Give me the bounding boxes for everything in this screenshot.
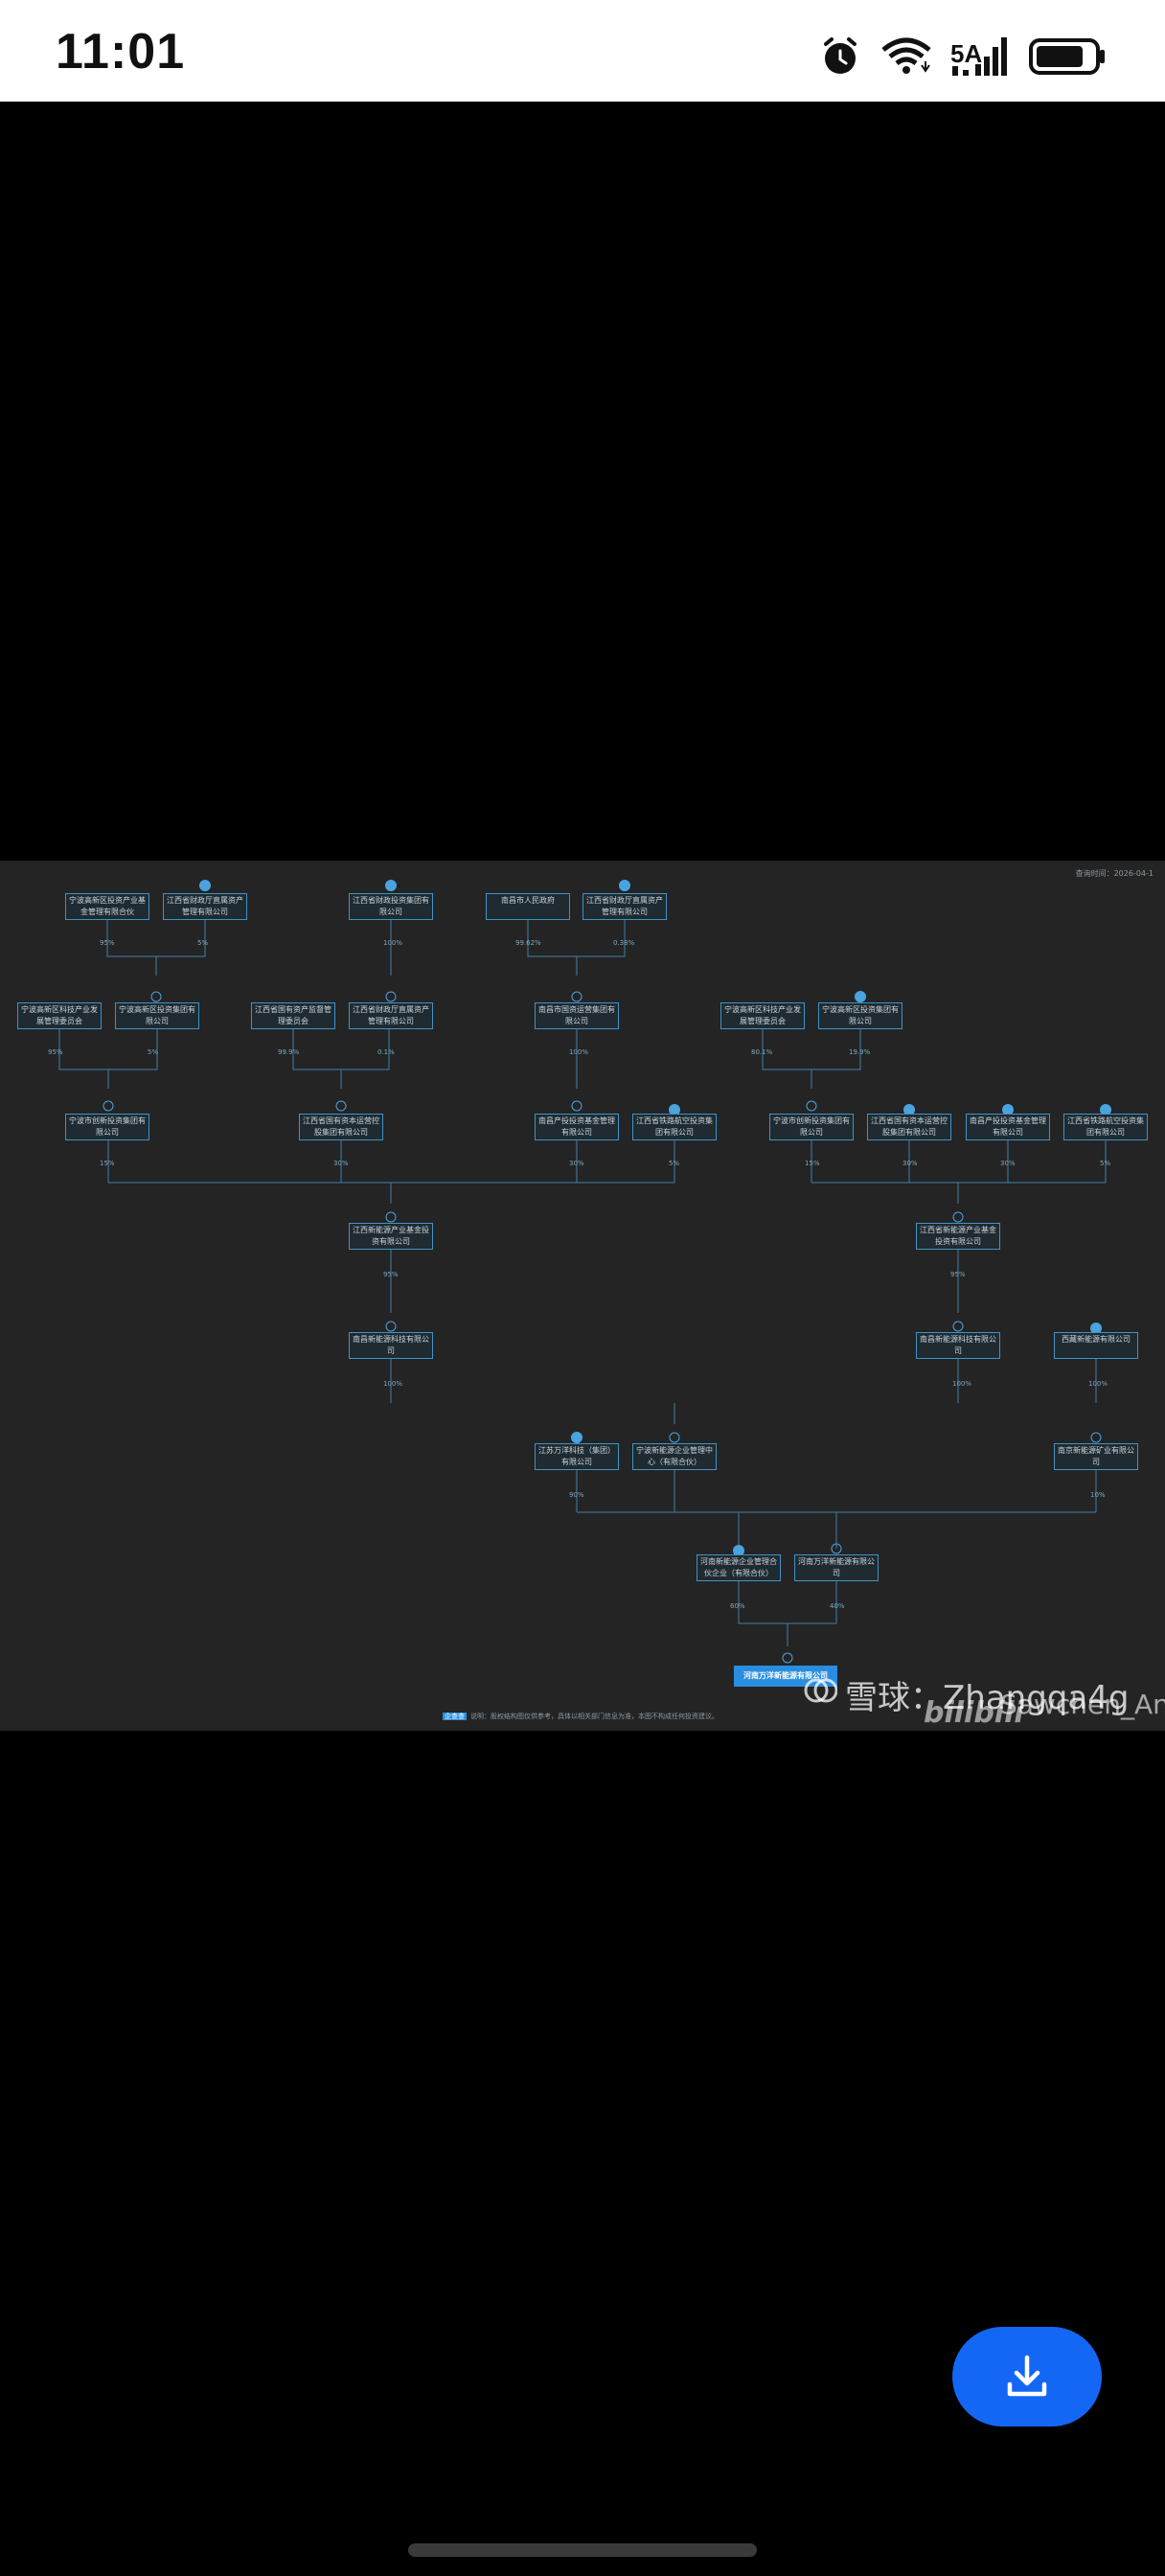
wifi-icon (881, 37, 931, 74)
date-stamp: 查询时间：2026-04-1 (1075, 869, 1154, 878)
share-percent: 95% (48, 1048, 63, 1056)
shareholder-node[interactable]: 南昌产投投资基金管理有限公司 (966, 1114, 1050, 1140)
shareholder-node[interactable]: 河南万洋新能源有限公司 (794, 1554, 879, 1581)
share-percent: 40% (830, 1602, 845, 1610)
share-percent: 99.9% (278, 1048, 300, 1056)
shareholder-node[interactable]: 江西省财政厅直属资产管理有限公司 (582, 893, 667, 920)
share-percent: 30% (902, 1160, 918, 1167)
share-percent: 0.38% (613, 939, 635, 947)
shareholder-node[interactable]: 江西省财政投资集团有限公司 (349, 893, 433, 920)
status-icons: 5A (818, 27, 1108, 86)
share-percent: 5% (669, 1160, 680, 1167)
shareholder-node[interactable]: 南昌市国资运营集团有限公司 (535, 1002, 619, 1029)
bilibili-user-watermark: Sawchen_An (1000, 1689, 1165, 1720)
shareholder-node[interactable]: 江苏万洋科技（集团）有限公司 (535, 1443, 619, 1470)
battery-icon (1029, 38, 1105, 75)
share-percent: 5% (197, 939, 209, 947)
bilibili-logo: bilibili (924, 1696, 1024, 1730)
shareholder-node[interactable]: 江西省国有资本运营控股集团有限公司 (299, 1114, 383, 1140)
share-percent: 19.9% (849, 1048, 871, 1056)
status-bar: 11:01 5A (0, 0, 1165, 102)
chart-footnote: 企查查说明：股权结构图仅供参考，具体以相关部门信息为准，本图不构成任何投资建议。 (443, 1712, 719, 1721)
share-percent: 30% (333, 1160, 349, 1167)
share-percent: 15% (100, 1160, 115, 1167)
share-percent: 5% (148, 1048, 159, 1056)
shareholder-node[interactable]: 江西省国有资本运营控股集团有限公司 (867, 1114, 951, 1140)
shareholder-node[interactable]: 江西省财政厅直属资产管理有限公司 (349, 1002, 433, 1029)
shareholder-node[interactable]: 江西省国有资产监督管理委员会 (251, 1002, 335, 1029)
alarm-icon (824, 37, 857, 74)
snowball-watermark: 雪球：Zhangqa4g (845, 1679, 1130, 1717)
share-percent: 95% (383, 1271, 399, 1278)
share-percent: 90% (569, 1491, 584, 1499)
download-button[interactable] (952, 2327, 1102, 2426)
signal-icon: 5A (950, 34, 1012, 80)
share-percent: 95% (950, 1271, 966, 1278)
share-percent: 30% (569, 1160, 584, 1167)
home-indicator[interactable] (408, 2543, 757, 2557)
shareholder-node[interactable]: 南昌新能源科技有限公司 (349, 1332, 433, 1359)
share-percent: 100% (1088, 1380, 1108, 1388)
clock-time: 11:01 (56, 24, 186, 80)
share-percent: 5% (1100, 1160, 1111, 1167)
share-percent: 0.1% (377, 1048, 395, 1056)
share-percent: 15% (805, 1160, 820, 1167)
share-percent: 100% (383, 939, 403, 947)
shareholder-node[interactable]: 宁波新能源企业管理中心（有限合伙） (632, 1443, 717, 1470)
share-percent: 60% (730, 1602, 745, 1610)
download-icon (1007, 2355, 1047, 2397)
shareholder-node[interactable]: 南昌市人民政府 (486, 893, 570, 920)
shareholder-node[interactable]: 江西省财政厅直属资产管理有限公司 (163, 893, 247, 920)
shareholder-node[interactable]: 河南新能源企业管理合伙企业（有限合伙） (697, 1554, 781, 1581)
share-percent: 100% (569, 1048, 589, 1056)
image-viewer[interactable]: 查询时间：2026-04-1 (0, 861, 1165, 1731)
shareholder-node[interactable]: 宁波市创新投资集团有限公司 (65, 1114, 149, 1140)
footnote-text: 说明：股权结构图仅供参考，具体以相关部门信息为准，本图不构成任何投资建议。 (470, 1713, 719, 1720)
network-type-label: 5A (950, 39, 983, 68)
shareholder-node[interactable]: 江西省铁路航空投资集团有限公司 (1063, 1114, 1148, 1140)
shareholder-node[interactable]: 南京新能源矿业有限公司 (1054, 1443, 1138, 1470)
share-percent: 30% (1000, 1160, 1016, 1167)
shareholder-node[interactable]: 南昌产投投资基金管理有限公司 (535, 1114, 619, 1140)
shareholder-node[interactable]: 宁波市创新投资集团有限公司 (769, 1114, 854, 1140)
shareholder-node[interactable]: 西藏新能源有限公司 (1054, 1332, 1138, 1359)
shareholder-node[interactable]: 宁波高新区科技产业发展管理委员会 (720, 1002, 805, 1029)
shareholder-node[interactable]: 宁波高新区投资产业基金管理有限合伙 (65, 893, 149, 920)
shareholder-node[interactable]: 宁波高新区投资集团有限公司 (115, 1002, 199, 1029)
share-percent: 10% (1090, 1491, 1106, 1499)
shareholder-node[interactable]: 江西省铁路航空投资集团有限公司 (632, 1114, 717, 1140)
shareholder-node[interactable]: 宁波高新区投资集团有限公司 (818, 1002, 902, 1029)
snowball-logo-icon (804, 1678, 837, 1703)
share-percent: 99.62% (515, 939, 541, 947)
share-percent: 80.1% (751, 1048, 773, 1056)
share-percent: 100% (952, 1380, 972, 1388)
footnote-tag: 企查查 (443, 1713, 467, 1720)
shareholder-node[interactable]: 南昌新能源科技有限公司 (916, 1332, 1000, 1359)
share-percent: 100% (383, 1380, 403, 1388)
shareholder-node[interactable]: 江西新能源产业基金投资有限公司 (349, 1223, 433, 1250)
shareholder-node[interactable]: 宁波高新区科技产业发展管理委员会 (17, 1002, 102, 1029)
chart-connectors (58, 880, 1111, 1664)
share-percent: 95% (100, 939, 115, 947)
shareholder-node[interactable]: 江西省新能源产业基金投资有限公司 (916, 1223, 1000, 1250)
